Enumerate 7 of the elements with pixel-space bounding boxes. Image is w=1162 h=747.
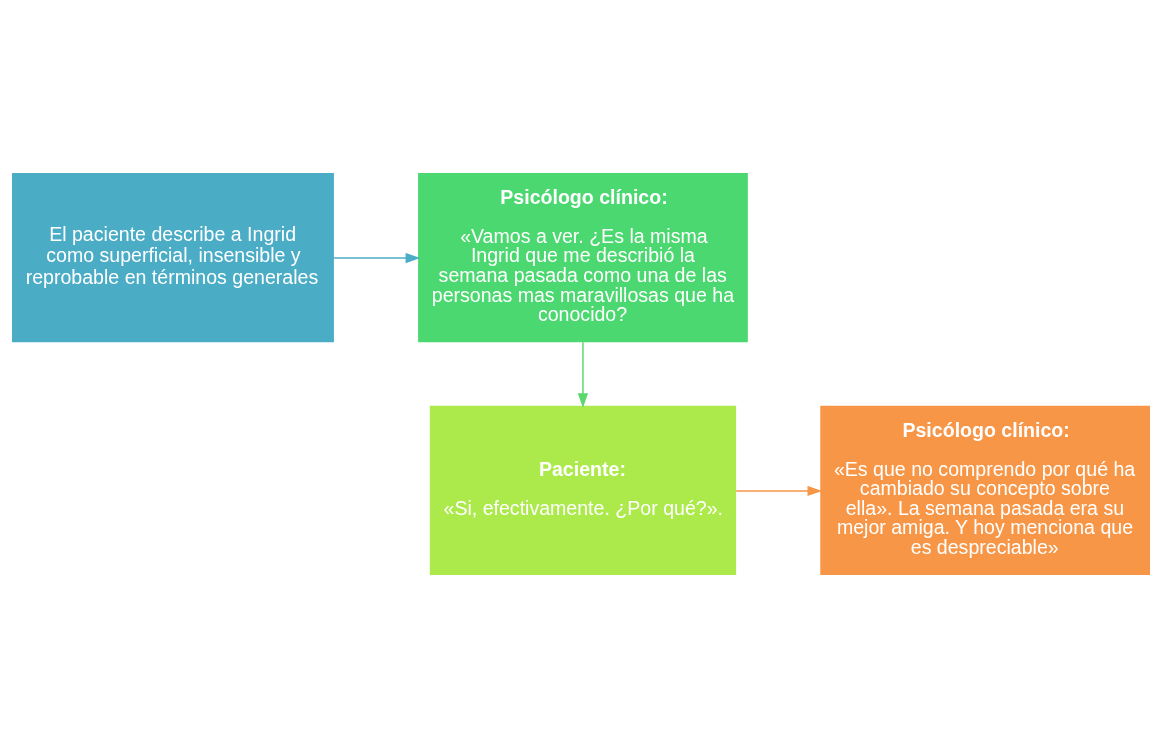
arrow — [333, 252, 421, 263]
node-box: El paciente describe a Ingrid como superficial, insensible y reprobable en términos generales — [12, 172, 334, 342]
node-box: Psicólogo clínico: «Vamos a ver. ¿Es la misma Ingrid que me describió la semana pasada como una de las personas mas maravillosas que ha conocido? — [418, 172, 748, 342]
arrow — [735, 485, 823, 496]
node-box: Paciente: «Si, efectivamente. ¿Por qué?». — [429, 405, 737, 575]
arrow — [577, 341, 589, 408]
node-box: Psicólogo clínico: «Es que no comprendo por qué ha cambiado su concepto sobre ella». La semana pasada era su mejor amiga. Y hoy menciona que es despreciable» — [820, 405, 1150, 575]
